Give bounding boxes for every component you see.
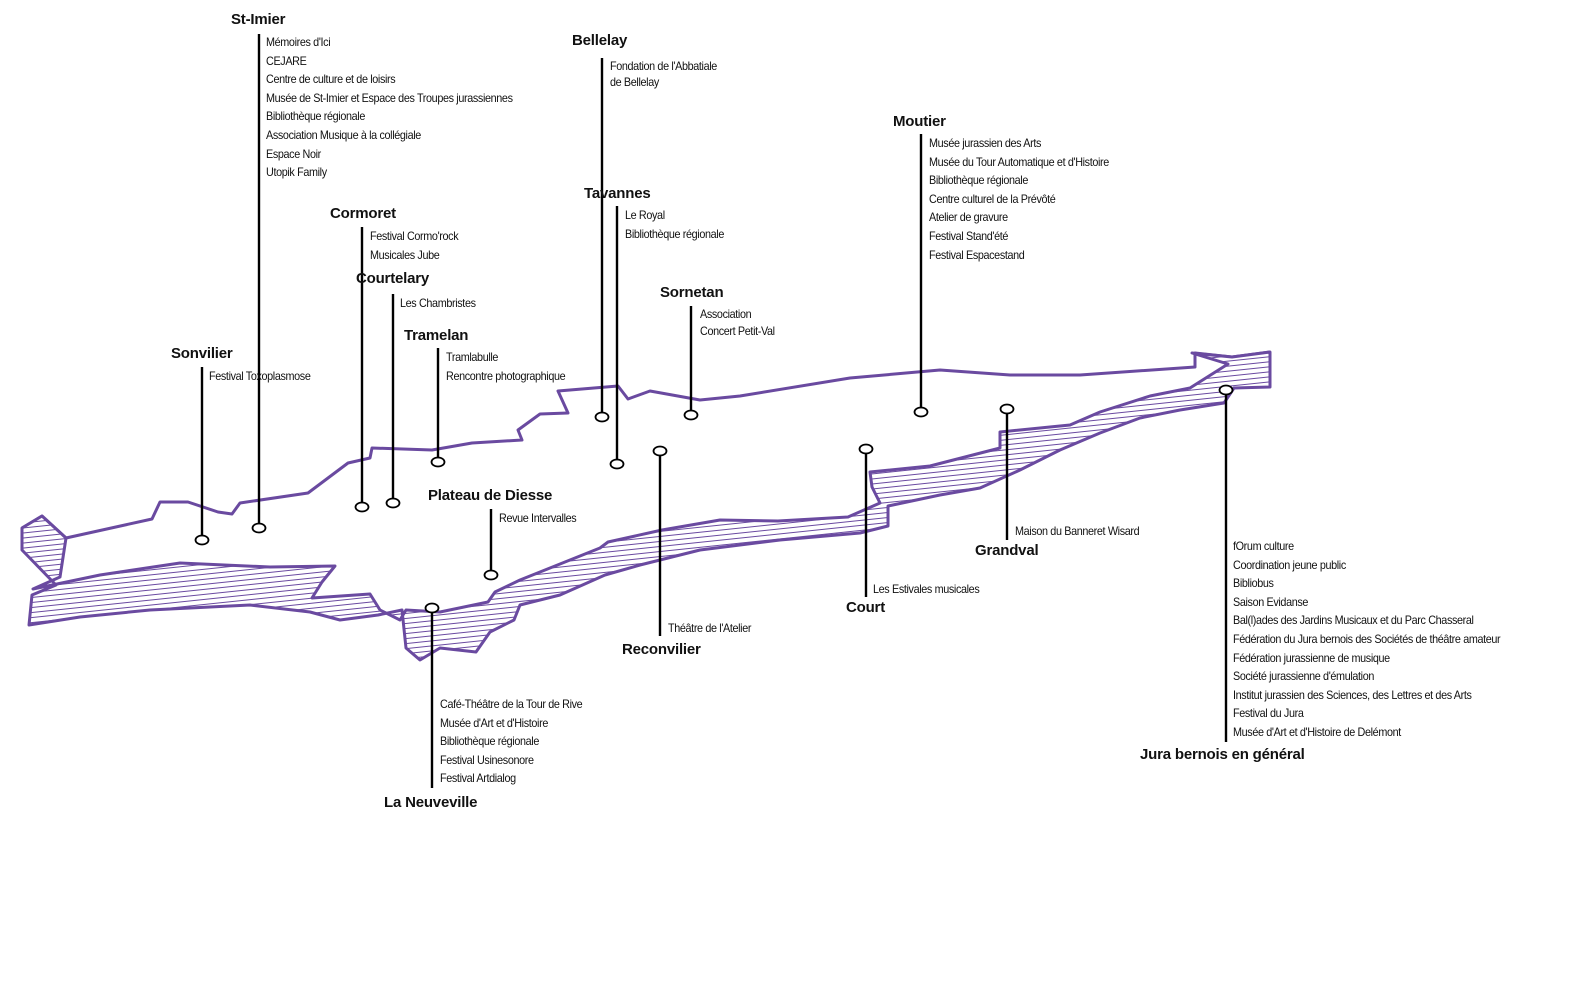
venue-item: Festival Toxoplasmose (209, 369, 311, 383)
venue-item: Bibliothèque régionale (440, 734, 539, 749)
bellelay-pin[interactable] (594, 411, 610, 423)
plateau-de-diesse-pin[interactable] (483, 569, 499, 581)
venue-item: CEJARE (266, 53, 307, 68)
town-name-moutier: Moutier (893, 113, 946, 130)
venue-item: Centre culturel de la Prévôté (929, 191, 1056, 206)
town-name-tramelan: Tramelan (404, 327, 469, 344)
la-neuveville-pin[interactable] (424, 602, 440, 614)
venue-item: Festival Stand'été (929, 228, 1009, 243)
venue-list-bellelay: Fondation de l'Abbatiale de Bellelay (610, 58, 729, 90)
venue-item: Musée d'Art et d'Histoire de Delémont (1233, 724, 1401, 739)
venue-item: Institut jurassien des Sciences, des Let… (1233, 687, 1472, 702)
region-band-south (20, 350, 1272, 662)
venue-item: Musée du Tour Automatique et d'Histoire (929, 154, 1109, 169)
venue-item: Festival du Jura (1233, 706, 1304, 721)
venue-item: Rencontre photographique (446, 368, 566, 383)
grandval-pin[interactable] (999, 403, 1015, 415)
town-name-courtelary: Courtelary (356, 270, 430, 287)
venue-item: Association (700, 307, 752, 321)
sornetan-pin[interactable] (683, 409, 699, 421)
town-name-st-imier: St-Imier (231, 11, 286, 28)
venue-item: Mémoires d'Ici (266, 35, 331, 49)
venue-item: Les Estivales musicales (873, 582, 980, 596)
venue-list-court: Les Estivales musicales (873, 580, 991, 599)
venue-item: Festival Cormo'rock (370, 229, 459, 243)
town-name-sonvilier: Sonvilier (171, 345, 233, 362)
town-name-bellelay: Bellelay (572, 32, 628, 49)
venue-item: Maison du Banneret Wisard (1015, 524, 1140, 538)
venue-item: Concert Petit-Val (700, 324, 775, 338)
venue-item: Les Chambristes (400, 296, 476, 310)
tramelan-pin[interactable] (430, 456, 446, 468)
venue-item: Utopik Family (266, 165, 327, 180)
town-name-plateau-de-diesse: Plateau de Diesse (428, 487, 553, 504)
region-outline-north (21, 350, 1271, 540)
reconvilier-pin[interactable] (652, 445, 668, 457)
town-name-cormoret: Cormoret (330, 205, 396, 222)
town-name-jura-bernois: Jura bernois en général (1140, 746, 1305, 763)
venue-item: Espace Noir (266, 146, 321, 161)
venue-item: de Bellelay (610, 75, 659, 89)
town-name-grandval: Grandval (975, 542, 1039, 559)
town-name-tavannes: Tavannes (584, 185, 651, 202)
jura-bernois-pin[interactable] (1218, 384, 1234, 396)
venue-item: Fédération du Jura bernois des Sociétés … (1233, 631, 1501, 646)
tavannes-pin[interactable] (609, 458, 625, 470)
sonvilier-pin[interactable] (194, 534, 210, 546)
venue-list-reconvilier: Théâtre de l'Atelier (668, 619, 760, 638)
venue-item: Festival Usinesonore (440, 752, 534, 767)
town-name-court: Court (846, 599, 885, 616)
venue-item: Musicales Jube (370, 247, 440, 262)
st-imier-pin[interactable] (251, 522, 267, 534)
venue-list-courtelary: Les Chambristes (400, 294, 484, 313)
venue-item: Musée d'Art et d'Histoire (440, 715, 548, 730)
cormoret-pin[interactable] (354, 501, 370, 513)
venue-item: Bibliothèque régionale (625, 226, 724, 241)
venue-item: Le Royal (625, 208, 665, 222)
venue-item: Atelier de gravure (929, 210, 1008, 225)
venue-item: Festival Espacestand (929, 247, 1025, 262)
town-name-sornetan: Sornetan (660, 284, 724, 301)
venue-item: Centre de culture et de loisirs (266, 72, 396, 87)
venue-item: Bibliothèque régionale (929, 173, 1028, 188)
venue-item: Café-Théâtre de la Tour de Rive (440, 697, 583, 711)
venue-item: Coordination jeune public (1233, 557, 1346, 572)
venue-list-sonvilier: Festival Toxoplasmose (209, 367, 322, 386)
venue-item: Bal(l)ades des Jardins Musicaux et du Pa… (1233, 613, 1474, 628)
venue-item: Fédération jurassienne de musique (1233, 650, 1390, 665)
venue-item: Société jurassienne d'émulation (1233, 669, 1375, 684)
venue-list-grandval: Maison du Banneret Wisard (1015, 522, 1153, 541)
venue-item: Bibliothèque régionale (266, 109, 365, 124)
town-name-la-neuveville: La Neuveville (384, 794, 478, 811)
venue-item: Musée jurassien des Arts (929, 136, 1042, 150)
court-pin[interactable] (858, 443, 874, 455)
venue-item: Saison Evidanse (1233, 594, 1309, 609)
venue-item: Tramlabulle (446, 350, 499, 364)
venue-item: Revue Intervalles (499, 511, 577, 525)
courtelary-pin[interactable] (385, 497, 401, 509)
venue-item: Festival Artdialog (440, 771, 516, 786)
town-name-reconvilier: Reconvilier (622, 641, 701, 658)
venue-list-plateau-de-diesse: Revue Intervalles (499, 509, 585, 528)
moutier-pin[interactable] (913, 406, 929, 418)
venue-item: Fondation de l'Abbatiale (610, 59, 717, 73)
venue-item: Théâtre de l'Atelier (668, 621, 752, 635)
venue-item: Association Musique à la collégiale (266, 127, 421, 142)
venue-item: fOrum culture (1233, 539, 1294, 553)
venue-item: Musée de St-Imier et Espace des Troupes … (266, 90, 513, 105)
venue-item: Bibliobus (1233, 576, 1274, 591)
